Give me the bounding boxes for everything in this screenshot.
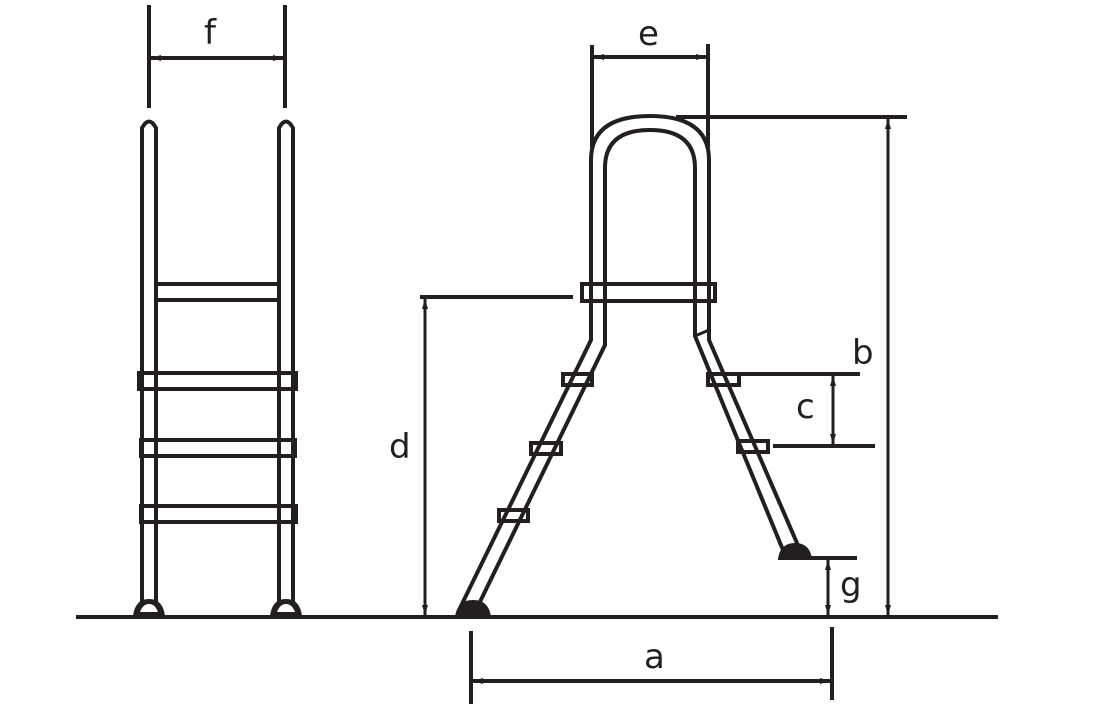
dimension-b bbox=[676, 115, 907, 615]
label-d: d bbox=[389, 427, 411, 467]
front-view bbox=[132, 119, 303, 617]
dimension-e bbox=[590, 44, 710, 148]
dimension-c bbox=[739, 372, 875, 448]
label-e: e bbox=[638, 14, 659, 54]
label-b: b bbox=[852, 333, 874, 373]
label-c: c bbox=[796, 387, 815, 427]
dimension-f bbox=[147, 5, 287, 108]
side-view bbox=[454, 113, 813, 618]
dimension-d bbox=[420, 295, 573, 615]
label-a: a bbox=[644, 637, 665, 677]
label-f: f bbox=[204, 13, 217, 53]
label-g: g bbox=[840, 565, 862, 605]
dimension-g bbox=[810, 556, 857, 615]
dimension-a bbox=[469, 627, 834, 704]
